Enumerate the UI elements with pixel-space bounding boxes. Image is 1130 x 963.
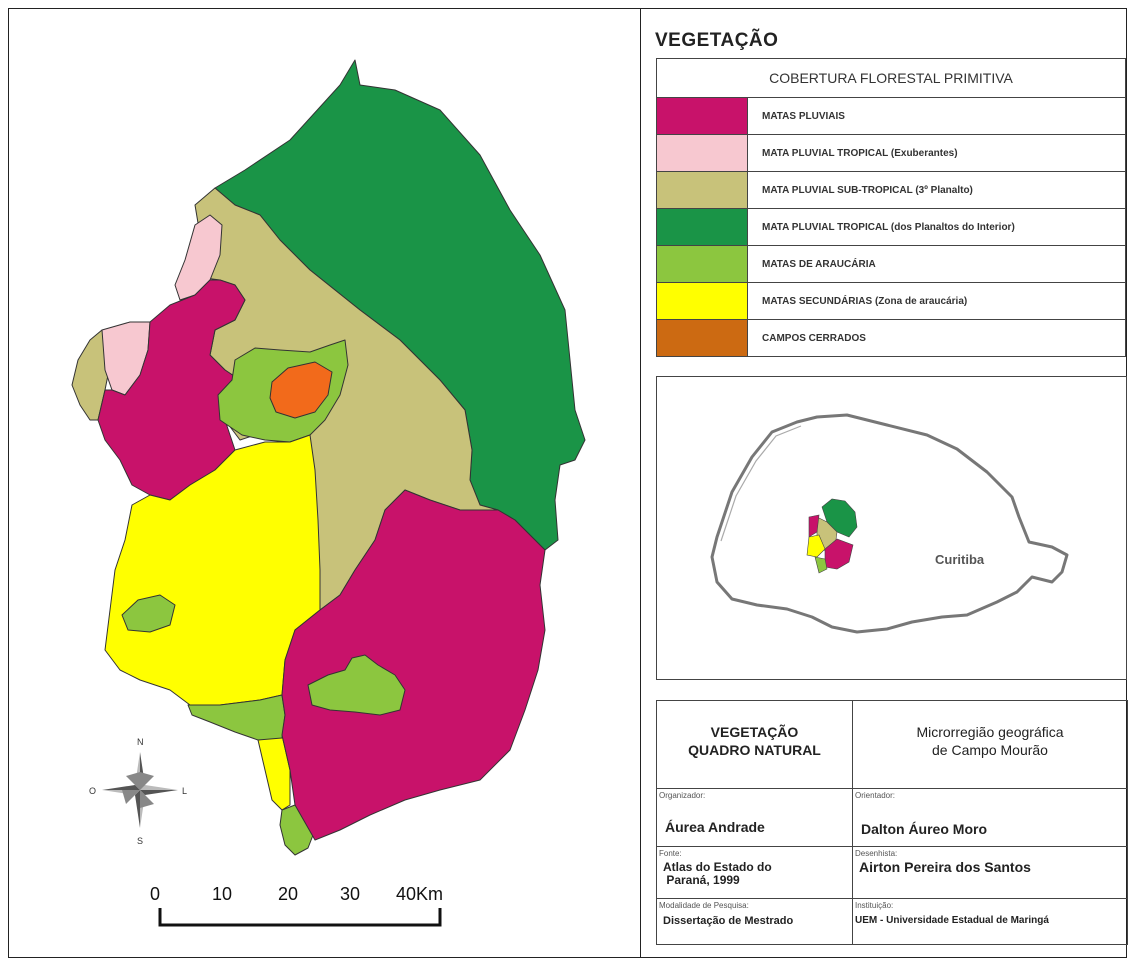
- fonte-line-1: Atlas do Estado do: [663, 860, 772, 874]
- scale-tick-30: 30: [340, 884, 360, 904]
- title-block-region: Microrregião geográfica de Campo Mourão: [853, 701, 1127, 789]
- compass-rose: N S L O: [89, 737, 187, 846]
- desenhista-label: Desenhista:: [855, 849, 898, 858]
- title-block: VEGETAÇÃO QUADRO NATURAL Microrregião ge…: [656, 700, 1128, 945]
- legend-label: MATA PLUVIAL TROPICAL (Exuberantes): [762, 147, 958, 159]
- fonte-line-2: Paraná, 1999: [663, 873, 740, 887]
- scale-tick-20: 20: [278, 884, 298, 904]
- legend-swatch: [657, 283, 748, 319]
- legend-swatch: [657, 320, 748, 356]
- legend-row: MATA PLUVIAL SUB-TROPICAL (3º Planalto): [657, 172, 1125, 209]
- region-campos-cerrados: [269, 361, 333, 419]
- organizador-value: Áurea Andrade: [665, 819, 765, 835]
- orientador-label: Orientador:: [855, 791, 896, 800]
- legend-table: COBERTURA FLORESTAL PRIMITIVA MATAS PLUV…: [656, 58, 1126, 357]
- legend-heading: COBERTURA FLORESTAL PRIMITIVA: [657, 59, 1125, 98]
- desenhista-value: Airton Pereira dos Santos: [859, 859, 1031, 875]
- legend-row: MATAS SECUNDÁRIAS (Zona de araucária): [657, 283, 1125, 320]
- region-title: Microrregião geográfica de Campo Mourão: [853, 723, 1127, 759]
- cell-orientador: Orientador: Dalton Áureo Moro: [853, 789, 1127, 847]
- fonte-value: Atlas do Estado do Paraná, 1999: [663, 861, 772, 887]
- legend-row: MATA PLUVIAL TROPICAL (dos Planaltos do …: [657, 209, 1125, 246]
- legend-label: MATA PLUVIAL TROPICAL (dos Planaltos do …: [762, 221, 1015, 233]
- fonte-label: Fonte:: [659, 849, 682, 858]
- scale-bar: 0 10 20 30 40Km: [150, 884, 443, 927]
- inset-region-yellow: [806, 534, 826, 558]
- region-title-line-1: Microrregião geográfica: [916, 724, 1064, 740]
- legend-label: CAMPOS CERRADOS: [762, 332, 866, 344]
- region-matas-de-araucaria-southeast: [307, 654, 406, 716]
- organizador-label: Organizador:: [659, 791, 706, 800]
- state-outline-map: Curitiba: [710, 413, 1069, 634]
- legend-swatch: [657, 209, 748, 245]
- region-matas-de-araucaria-band: [187, 694, 286, 741]
- legend-row: MATA PLUVIAL TROPICAL (Exuberantes): [657, 135, 1125, 172]
- legend-label: MATAS DE ARAUCÁRIA: [762, 258, 876, 270]
- map-title: VEGETAÇÃO QUADRO NATURAL: [657, 723, 852, 759]
- region-title-line-2: de Campo Mourão: [932, 742, 1048, 758]
- instituicao-value: UEM - Universidade Estadual de Maringá: [855, 915, 1049, 926]
- instituicao-label: Instituição:: [855, 901, 894, 910]
- cell-desenhista: Desenhista: Airton Pereira dos Santos: [853, 847, 1127, 899]
- cell-organizador: Organizador: Áurea Andrade: [657, 789, 853, 847]
- scale-tick-40km: 40Km: [396, 884, 443, 904]
- map-title-line-2: QUADRO NATURAL: [688, 742, 821, 758]
- orientador-value: Dalton Áureo Moro: [861, 821, 987, 837]
- scale-tick-0: 0: [150, 884, 160, 904]
- compass-l: L: [182, 786, 187, 796]
- legend-swatch: [657, 135, 748, 171]
- legend-label: MATA PLUVIAL SUB-TROPICAL (3º Planalto): [762, 184, 973, 196]
- legend-row: MATAS DE ARAUCÁRIA: [657, 246, 1125, 283]
- cell-modalidade: Modalidade de Pesquisa: Dissertação de M…: [657, 899, 853, 944]
- legend-title: VEGETAÇÃO: [655, 30, 779, 51]
- vegetation-map: N S L O 0 10 20 30 40Km: [71, 59, 586, 927]
- panel-divider: [640, 8, 641, 958]
- legend-swatch: [657, 172, 748, 208]
- legend-row: CAMPOS CERRADOS: [657, 320, 1125, 356]
- cell-instituicao: Instituição: UEM - Universidade Estadual…: [853, 899, 1127, 944]
- legend-swatch: [657, 246, 748, 282]
- modalidade-value: Dissertação de Mestrado: [663, 915, 794, 927]
- modalidade-label: Modalidade de Pesquisa:: [659, 901, 749, 910]
- region-matas-pluviais-southeast: [281, 489, 546, 841]
- compass-s: S: [137, 836, 143, 846]
- map-title-line-1: VEGETAÇÃO: [710, 724, 799, 740]
- inset-region-araucaria: [814, 556, 828, 574]
- region-matas-de-araucaria-patch: [121, 594, 176, 633]
- scale-tick-10: 10: [212, 884, 232, 904]
- compass-o: O: [89, 786, 96, 796]
- compass-n: N: [137, 737, 144, 747]
- inset-region-magenta-nw: [808, 514, 820, 538]
- title-block-vegetacao: VEGETAÇÃO QUADRO NATURAL: [657, 701, 853, 789]
- locator-inset: Curitiba: [656, 376, 1127, 680]
- legend-swatch: [657, 98, 748, 134]
- legend-label: MATAS PLUVIAIS: [762, 110, 845, 122]
- inset-city-label: Curitiba: [935, 552, 985, 567]
- legend-row: MATAS PLUVIAIS: [657, 98, 1125, 135]
- cell-fonte: Fonte: Atlas do Estado do Paraná, 1999: [657, 847, 853, 899]
- legend-label: MATAS SECUNDÁRIAS (Zona de araucária): [762, 295, 968, 307]
- state-outline: [710, 413, 1069, 634]
